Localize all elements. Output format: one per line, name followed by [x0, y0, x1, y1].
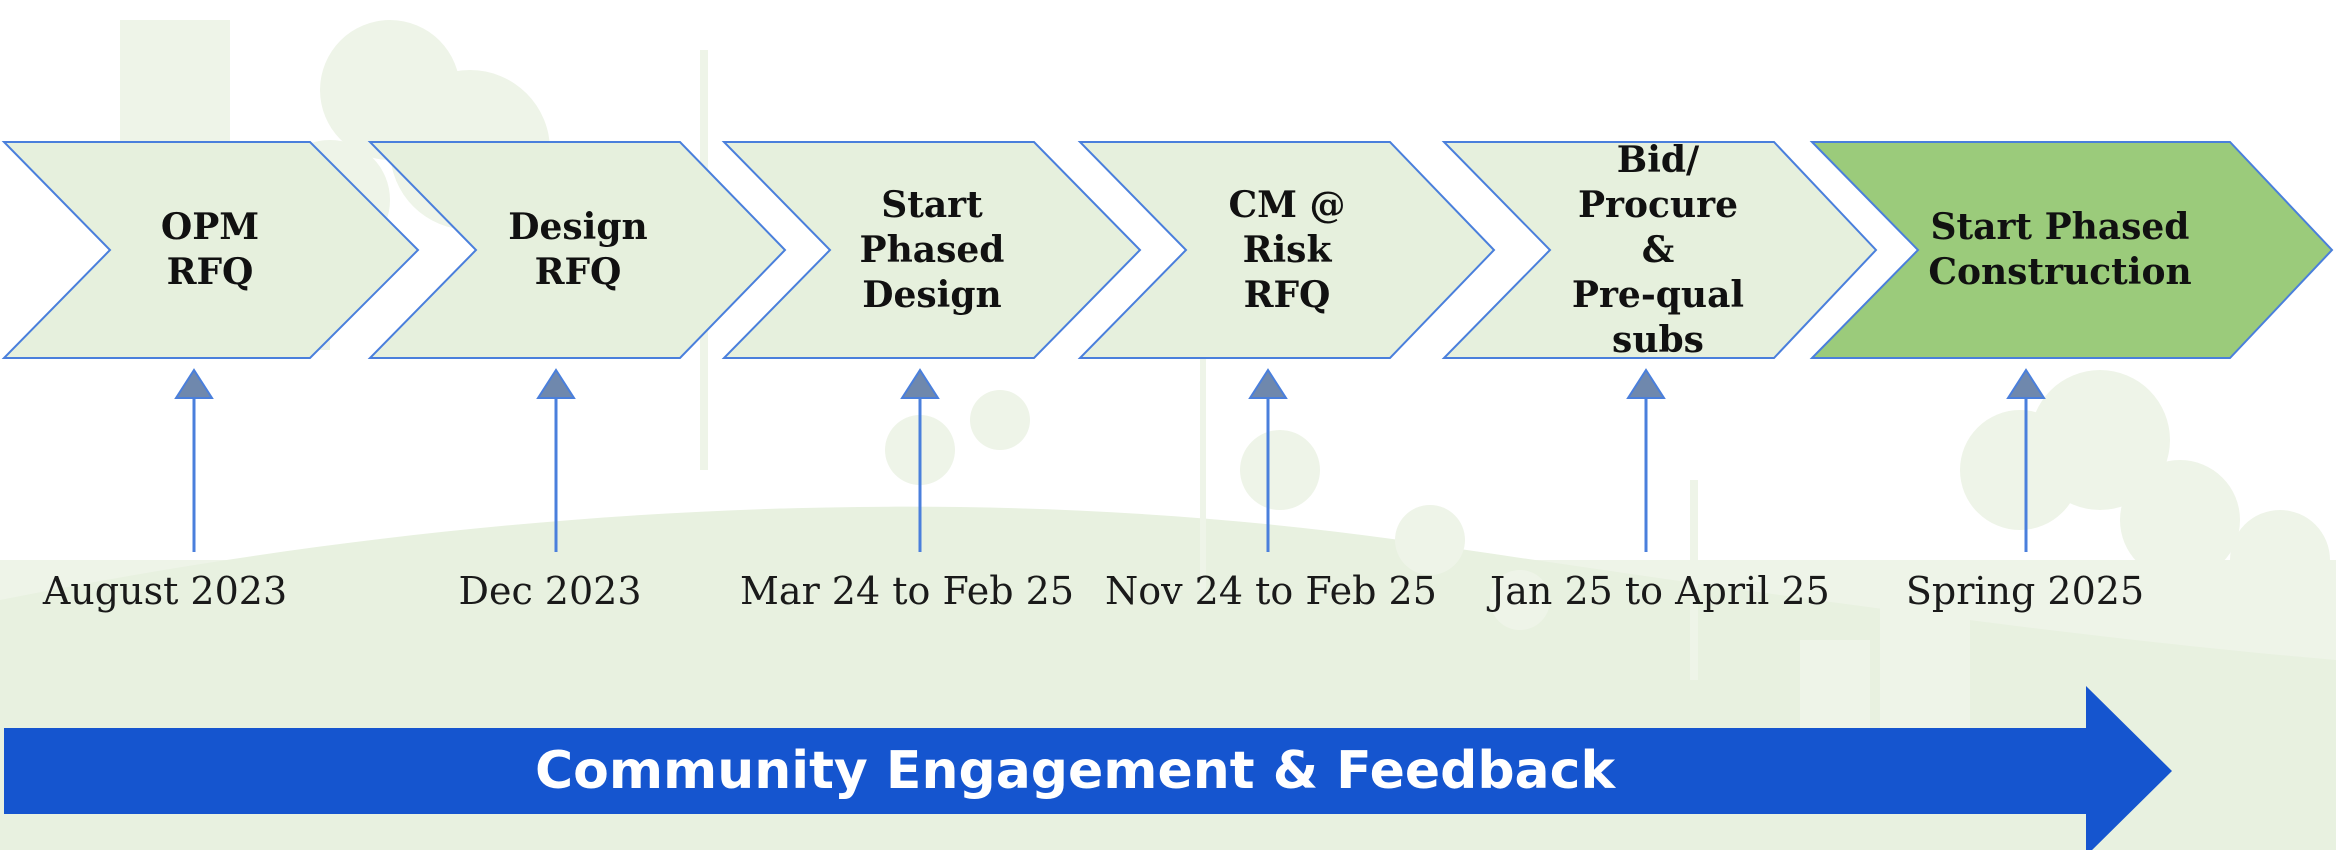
up-arrow-icon: [900, 368, 940, 552]
up-arrow-icon: [2006, 368, 2046, 552]
date-phased-construction: Spring 2025: [1905, 569, 2145, 613]
step-label-bid-procure: Bid/ Procure & Pre-qual subs: [1571, 138, 1745, 361]
community-engagement-banner-arrow: [4, 686, 2172, 850]
date-design-rfq: Dec 2023: [458, 569, 642, 613]
community-engagement-banner-label: Community Engagement & Feedback: [534, 741, 1616, 801]
chevron-opm: [1, 141, 420, 359]
step-label-phased-design: Start Phased Design: [859, 183, 1005, 316]
step-label-cm-risk: CM @ Risk RFQ: [1228, 183, 1346, 316]
chevron-bid-procure: [1441, 141, 1878, 359]
date-cm-risk: Nov 24 to Feb 25: [1105, 569, 1437, 613]
date-bid-procure: Jan 25 to April 25: [1490, 569, 1830, 613]
up-arrow-icon: [1248, 368, 1288, 552]
date-opm: August 2023: [42, 569, 288, 613]
step-label-opm: OPM RFQ: [160, 206, 260, 293]
date-phased-design: Mar 24 to Feb 25: [740, 569, 1075, 613]
chevron-design-rfq: [367, 141, 787, 359]
chevron-cm-risk: [1077, 141, 1496, 359]
chevron-phased-construction: [1809, 141, 2334, 359]
up-arrow-icon: [1626, 368, 1666, 552]
step-label-design-rfq: Design RFQ: [508, 206, 648, 293]
up-arrow-icon: [174, 368, 214, 552]
step-label-phased-construction: Start Phased Construction: [1928, 206, 2192, 293]
up-arrow-icon: [536, 368, 576, 552]
chevron-phased-design: [721, 141, 1142, 359]
